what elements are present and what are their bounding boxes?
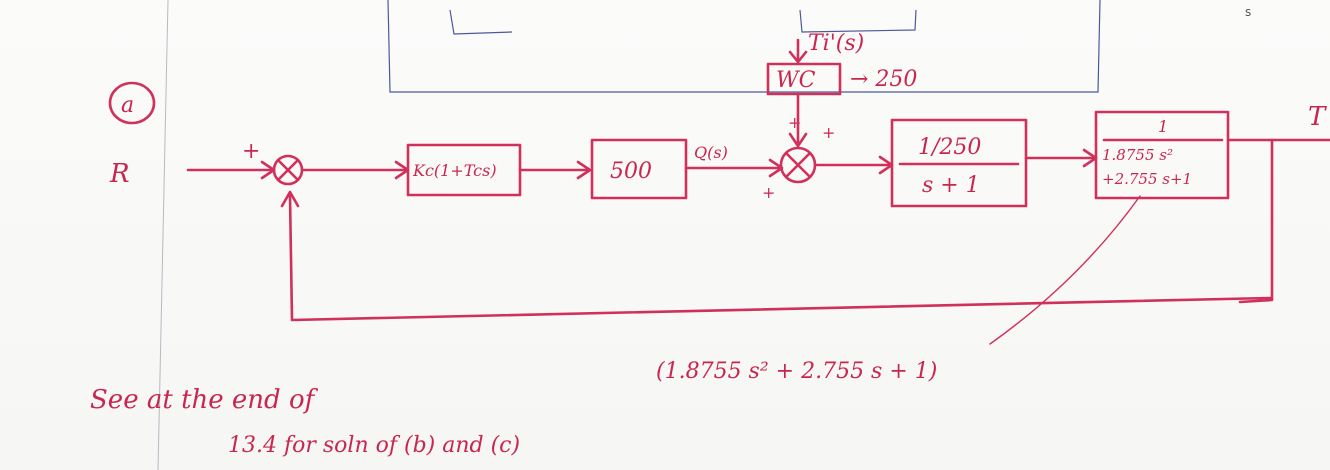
junction-1-plus: + [242, 139, 260, 164]
output-label: T [1308, 102, 1327, 132]
process-block [890, 118, 1028, 208]
sensor-denominator-2: +2.755 s+1 [1102, 170, 1192, 188]
upper-sketch-outline [387, 0, 1101, 93]
annotation-pointer [989, 195, 1141, 345]
sensor-numerator: 1 [1158, 117, 1168, 136]
arrowhead [576, 160, 592, 180]
note-line-2: 13.4 for soln of (b) and (c) [228, 433, 520, 458]
junction-2-cross [784, 151, 812, 179]
process-denominator: s + 1 [922, 173, 980, 198]
q-signal-label: Q(s) [694, 143, 728, 162]
gain-value: 500 [610, 159, 652, 184]
sensor-denominator-1: 1.8755 s² [1102, 146, 1173, 164]
arrowhead [788, 50, 808, 64]
controller-tf: Kc(1+Tcs) [412, 161, 497, 180]
question-circle [108, 81, 156, 125]
upper-sketch-box-left [449, 9, 513, 35]
question-label: a [121, 93, 134, 118]
disturbance-label: Ti'(s) [808, 31, 864, 56]
feedback-path [288, 194, 1272, 322]
upper-sketch-box-right [799, 9, 917, 33]
junction-2-plus-feed: + [788, 113, 801, 132]
arrowhead [788, 132, 808, 148]
junction-2-plus-bottom: + [762, 183, 775, 202]
disturbance-block [766, 62, 842, 96]
junction-1-cross [276, 158, 300, 182]
denominator-annotation: (1.8755 s² + 2.755 s + 1) [656, 359, 937, 384]
corner-mark: s [1245, 5, 1251, 19]
disturbance-gain-note: → 250 [850, 67, 917, 92]
input-label: R [109, 159, 130, 189]
feedback-drop [1238, 138, 1274, 304]
note-line-1: See at the end of [90, 385, 319, 415]
junction-2-plus-top: + [822, 123, 835, 142]
process-numerator: 1/250 [918, 135, 981, 160]
disturbance-block-label: WC [776, 68, 816, 93]
page-margin-line [157, 0, 169, 470]
sensor-block [1094, 110, 1230, 200]
arrowhead [280, 190, 300, 208]
